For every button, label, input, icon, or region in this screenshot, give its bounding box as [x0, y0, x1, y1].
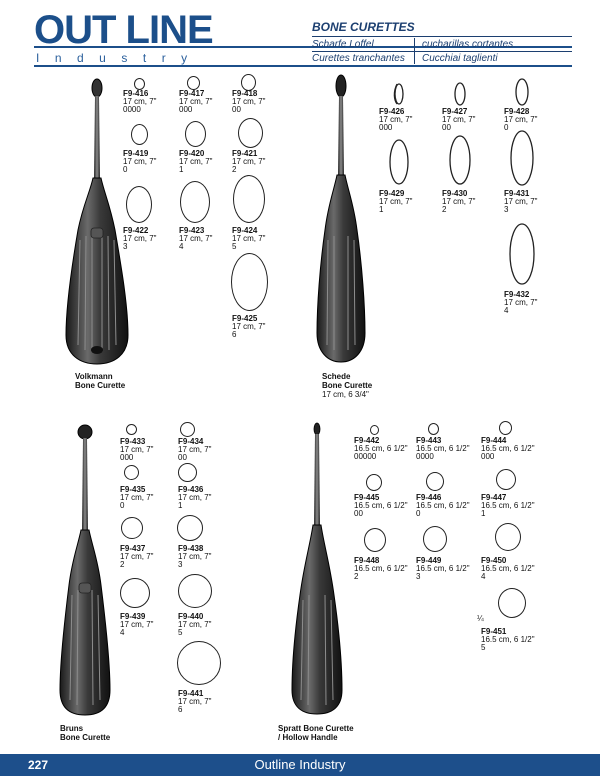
- brand-subtitle: Industry: [36, 51, 203, 65]
- page-title: BONE CURETTES: [312, 20, 415, 34]
- header-rule-bottom: [34, 65, 572, 67]
- title-divider: [312, 36, 572, 37]
- size-ring-F9-424: [233, 175, 265, 223]
- size-ring-F9-416: [134, 78, 145, 90]
- size-ring-F9-442: [370, 425, 379, 435]
- footer-text: Outline Industry: [254, 757, 346, 772]
- size-ring-F9-422: [126, 186, 152, 223]
- size-ring-F9-419: [131, 124, 148, 145]
- size-ring-F9-446: [426, 472, 444, 491]
- size-ring-F9-423: [180, 181, 210, 223]
- translation-separator: [414, 38, 415, 64]
- schede-curette-drawing: [316, 74, 366, 363]
- brand-logo: OUT LINE: [34, 8, 214, 52]
- size-ring-F9-434: [180, 422, 195, 437]
- translation-es: cucharillas cortantes: [422, 39, 514, 50]
- translation-divider: [312, 51, 572, 52]
- quarter-mark: ¼: [477, 614, 484, 623]
- size-ring-F9-445: [366, 474, 382, 491]
- spratt-title: Spratt Bone Curette/ Hollow Handle: [278, 724, 354, 742]
- size-ring-F9-447: [496, 469, 516, 490]
- size-ring-F9-425: [231, 253, 268, 311]
- size-ring-F9-439: [120, 578, 150, 608]
- size-ring-F9-450: [495, 523, 521, 551]
- footer-bar: Outline Industry 227: [0, 754, 600, 776]
- size-ring-F9-417: [187, 76, 200, 90]
- size-ring-F9-435: [124, 465, 139, 480]
- translation-it: Cucchiai taglienti: [422, 53, 498, 64]
- size-ring-F9-449: [423, 526, 447, 552]
- header-rule: [34, 46, 572, 48]
- size-ring-F9-440: [178, 574, 212, 608]
- size-ring-F9-420: [185, 121, 206, 147]
- size-ring-F9-444: [499, 421, 512, 435]
- schede-tip-sizes: [389, 78, 535, 285]
- volkmann-curette-drawing: [65, 78, 129, 365]
- size-ring-F9-441: [177, 641, 221, 685]
- size-ring-F9-436: [178, 463, 197, 482]
- size-ring-F9-433: [126, 424, 137, 435]
- size-ring-F9-448: [364, 528, 386, 552]
- page-number: 227: [28, 758, 49, 772]
- size-ring-F9-451: [498, 588, 526, 618]
- translation-de: Scharfe Loffel: [312, 39, 374, 50]
- size-ring-F9-421: [238, 118, 263, 148]
- size-ring-F9-443: [428, 423, 439, 435]
- bruns-curette-drawing: [59, 424, 111, 716]
- size-ring-F9-437: [121, 517, 143, 539]
- size-ring-F9-418: [241, 74, 256, 91]
- translation-fr: Curettes tranchantes: [312, 53, 405, 64]
- size-ring-F9-438: [177, 515, 203, 541]
- spratt-curette-drawing: [291, 422, 343, 715]
